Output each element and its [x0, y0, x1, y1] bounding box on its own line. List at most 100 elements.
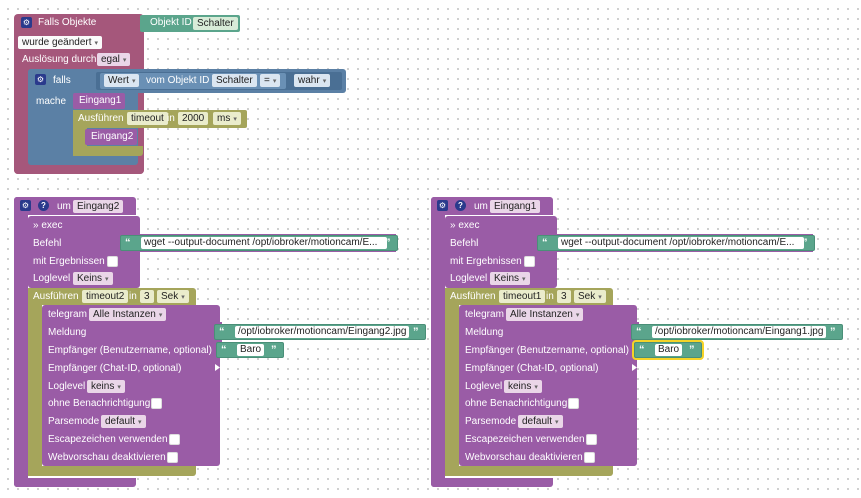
gear-icon[interactable]: ⚙ [437, 200, 448, 211]
loglevel-label: Loglevel [450, 273, 488, 284]
quote-close-icon: ” [271, 344, 277, 356]
um-label: um [57, 201, 71, 212]
chat-id-label: Empfänger (Chat-ID, optional) [48, 363, 182, 374]
function-name-input[interactable]: Eingang2 [73, 200, 124, 213]
ausfuehren-label: Ausführen [33, 291, 79, 302]
chevron-down-icon: ▾ [122, 57, 127, 64]
meldung-value[interactable]: /opt/iobroker/motioncam/Eingang2.jpg [235, 326, 410, 338]
meldung-value[interactable]: /opt/iobroker/motioncam/Eingang1.jpg [652, 326, 827, 338]
unit-dropdown[interactable]: Sek▾ [574, 290, 606, 303]
delay-input[interactable]: 3 [140, 290, 154, 303]
befehl-string-block[interactable]: “ wget --output-document /opt/iobroker/m… [120, 235, 398, 251]
chevron-down-icon: ▾ [598, 294, 602, 301]
escape-label: Escapezeichen verwenden [48, 434, 168, 445]
webvorschau-label: Webvorschau deaktivieren [465, 452, 583, 463]
escape-checkbox[interactable] [586, 434, 597, 445]
chevron-down-icon: ▾ [131, 78, 136, 85]
ohne-benachrichtigung-label: ohne Benachrichtigung [48, 398, 151, 409]
ausfuehren-label: Ausführen [78, 113, 124, 124]
parsemode-dropdown[interactable]: default▾ [101, 415, 146, 428]
escape-checkbox[interactable] [169, 434, 180, 445]
quote-open-icon: “ [636, 326, 642, 338]
gear-icon[interactable]: ⚙ [21, 17, 32, 28]
ohne-benachrichtigung-checkbox[interactable] [151, 398, 162, 409]
meldung-string-block[interactable]: “ /opt/iobroker/motioncam/Eingang2.jpg ” [214, 324, 426, 340]
chevron-down-icon: ▾ [138, 419, 142, 426]
instance-dropdown[interactable]: Alle Instanzen▾ [89, 308, 167, 321]
empfaenger-string-block[interactable]: “ Baro ” [632, 340, 704, 360]
quote-open-icon: “ [219, 326, 225, 338]
help-icon[interactable]: ? [455, 200, 466, 211]
help-icon[interactable]: ? [38, 200, 49, 211]
instance-dropdown[interactable]: Alle Instanzen▾ [506, 308, 584, 321]
trigger-dropdown[interactable]: wurde geändert▾ [18, 36, 103, 49]
quote-close-icon: ” [413, 326, 419, 338]
quote-close-icon: ” [830, 326, 836, 338]
um-label: um [474, 201, 488, 212]
timeout-name-dropdown[interactable]: timeout1 [499, 290, 546, 303]
ausloesung-label: Auslösung durch [22, 54, 97, 65]
operator-dropdown[interactable]: =▾ [260, 74, 281, 87]
empfaenger-label: Empfänger (Benutzername, optional) [48, 345, 212, 356]
quote-open-icon: “ [125, 237, 131, 249]
parsemode-label: Parsemode [48, 416, 100, 427]
telegram-label: telegram [48, 309, 87, 320]
exec-label: » exec [33, 220, 63, 231]
quote-close-icon: ” [385, 237, 391, 249]
chevron-down-icon: ▾ [522, 276, 526, 283]
chevron-down-icon: ▾ [181, 294, 185, 301]
delay-input[interactable]: 2000 [178, 112, 209, 125]
quote-close-icon: ” [802, 237, 808, 249]
escape-label: Escapezeichen verwenden [465, 434, 585, 445]
tg-loglevel-dropdown[interactable]: keins▾ [87, 380, 125, 393]
ausloesung-dropdown[interactable]: egal▾ [97, 53, 131, 66]
unit-dropdown[interactable]: ms▾ [213, 112, 241, 125]
in-label: in [167, 113, 175, 124]
quote-open-icon: “ [542, 237, 548, 249]
befehl-string-block[interactable]: “ wget --output-document /opt/iobroker/m… [537, 235, 815, 251]
empfaenger-label: Empfänger (Benutzername, optional) [465, 345, 629, 356]
chevron-down-icon: ▾ [233, 116, 237, 123]
function-name-input[interactable]: Eingang1 [490, 200, 541, 213]
timeout-name-dropdown[interactable]: timeout [127, 112, 168, 125]
empfaenger-string-block[interactable]: “ Baro ” [216, 342, 284, 358]
vom-objekt-value[interactable]: Schalter [212, 74, 257, 87]
call-eingang1-block[interactable] [73, 93, 125, 109]
wert-dropdown[interactable]: Wert▾ [104, 74, 140, 87]
empfaenger-value[interactable]: Baro [237, 344, 265, 356]
input-socket[interactable] [215, 364, 220, 371]
mit-ergebnissen-checkbox[interactable] [524, 256, 535, 267]
mit-ergebnissen-checkbox[interactable] [107, 256, 118, 267]
tg-loglevel-label: Loglevel [465, 381, 503, 392]
webvorschau-checkbox[interactable] [167, 452, 178, 463]
chevron-down-icon: ▾ [575, 312, 580, 319]
tg-loglevel-dropdown[interactable]: keins▾ [504, 380, 542, 393]
meldung-label: Meldung [465, 327, 504, 338]
chevron-down-icon: ▾ [94, 40, 99, 47]
meldung-string-block[interactable]: “ /opt/iobroker/motioncam/Eingang1.jpg ” [631, 324, 843, 340]
gear-icon[interactable]: ⚙ [35, 74, 46, 85]
chevron-down-icon: ▾ [158, 312, 163, 319]
befehl-value[interactable]: wget --output-document /opt/iobroker/mot… [141, 237, 387, 249]
bool-dropdown[interactable]: wahr▾ [294, 74, 331, 87]
gear-icon[interactable]: ⚙ [20, 200, 31, 211]
parsemode-dropdown[interactable]: default▾ [518, 415, 563, 428]
loglevel-dropdown[interactable]: Keins▾ [73, 272, 113, 285]
unit-dropdown[interactable]: Sek▾ [157, 290, 189, 303]
chevron-down-icon: ▾ [534, 384, 538, 391]
input-socket[interactable] [632, 364, 637, 371]
webvorschau-checkbox[interactable] [584, 452, 595, 463]
befehl-value[interactable]: wget --output-document /opt/iobroker/mot… [558, 237, 804, 249]
timeout-name-dropdown[interactable]: timeout2 [82, 290, 129, 303]
loglevel-dropdown[interactable]: Keins▾ [490, 272, 530, 285]
tg-loglevel-label: Loglevel [48, 381, 86, 392]
falls-label: falls [53, 75, 71, 86]
objekt-id-value[interactable]: Schalter [193, 17, 238, 30]
delay-input[interactable]: 3 [557, 290, 571, 303]
event-title: Falls Objekte [38, 17, 97, 28]
telegram-label: telegram [465, 309, 504, 320]
chevron-down-icon: ▾ [117, 384, 121, 391]
ohne-benachrichtigung-checkbox[interactable] [568, 398, 579, 409]
empfaenger-value[interactable]: Baro [655, 344, 683, 356]
call-eingang2-block[interactable] [85, 129, 137, 145]
